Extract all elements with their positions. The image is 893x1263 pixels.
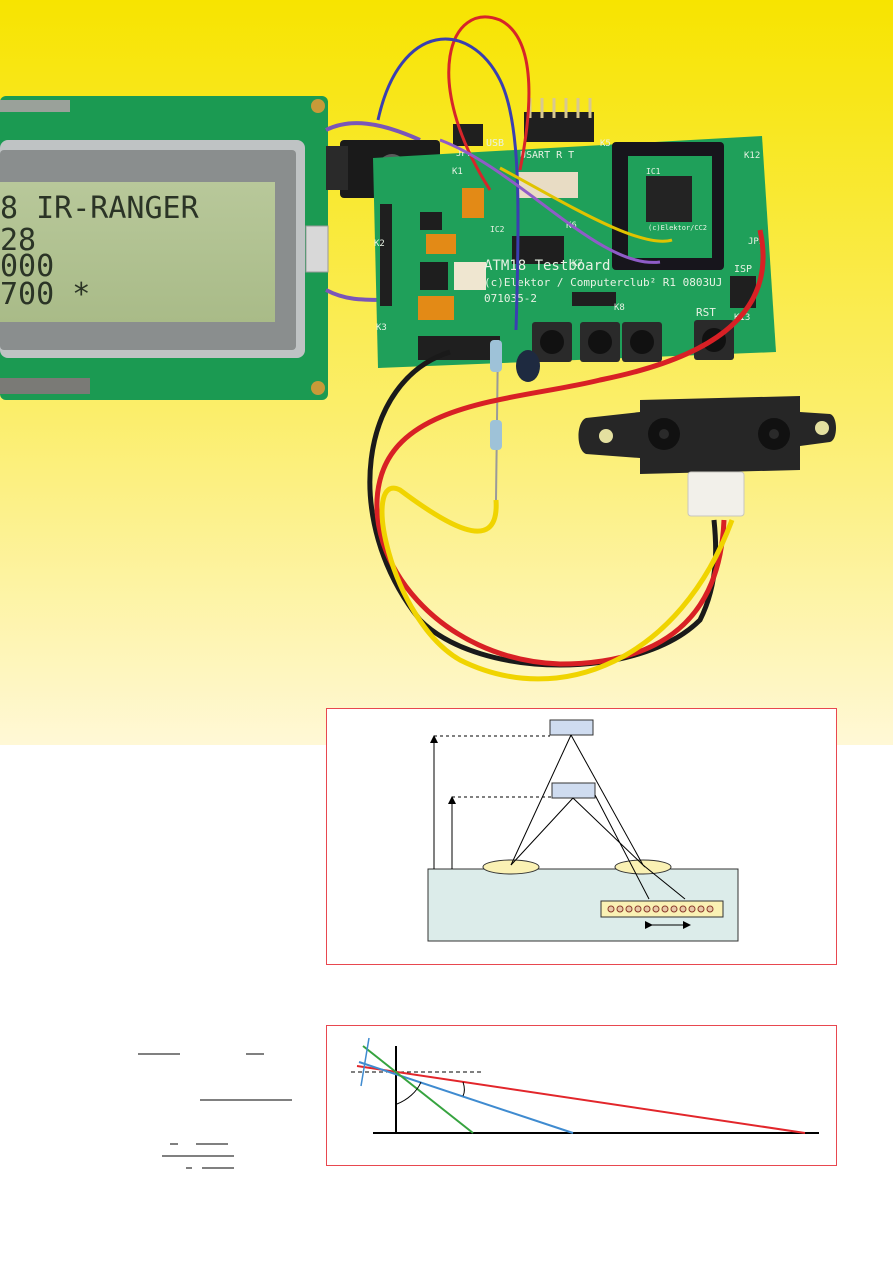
label-k8: K8 <box>614 303 625 313</box>
label-rst: RST <box>696 306 716 319</box>
triangulation-diagram <box>326 708 837 965</box>
label-usb: USB <box>486 138 504 149</box>
light-rays <box>510 734 686 900</box>
target-near <box>551 782 596 799</box>
angle-arc-right <box>462 1081 465 1097</box>
lcd-line-3: 000 <box>0 249 54 284</box>
label-k5: K5 <box>600 139 611 149</box>
board-copyright: (c)Elektor / Computerclub² R1 0803UJ <box>484 276 722 289</box>
label-k2: K2 <box>374 239 385 249</box>
resistor-2 <box>490 420 502 450</box>
wire-yellow <box>499 166 673 243</box>
board-part-number: 071035-2 <box>484 292 537 305</box>
lcd-line-1: 8 IR-RANGER <box>0 191 200 226</box>
board-title: ATM18 Testboard <box>484 258 610 274</box>
cable-red <box>374 229 766 667</box>
receiver-lens <box>614 859 672 875</box>
ray-blue <box>358 1061 574 1134</box>
resistor-1 <box>490 340 502 372</box>
formula-graphic <box>138 1053 292 1169</box>
label-k1: K1 <box>452 167 463 177</box>
lcd-line-4: 700 * <box>0 277 90 312</box>
cable-black <box>367 349 719 668</box>
ray-green <box>362 1045 474 1134</box>
label-usart: USART R T <box>520 150 574 161</box>
label-k12: K12 <box>744 151 760 161</box>
tilt-line <box>360 1037 370 1087</box>
page-margin <box>0 1175 893 1263</box>
ray-red <box>356 1065 806 1134</box>
photo-scene: 8 IR-RANGER 28 000 700 * <box>0 0 893 745</box>
wire-red-top <box>447 15 531 191</box>
label-ic1: IC1 <box>646 167 661 176</box>
lcd-module <box>0 96 329 400</box>
capacitor <box>516 350 540 382</box>
angle-arc-left <box>396 1081 422 1105</box>
label-jp2: JP2 <box>748 237 764 247</box>
label-module: (c)Elektor/CC2 <box>648 224 707 232</box>
target-far <box>549 719 594 736</box>
wire-blue-top <box>376 37 520 331</box>
wire-purple <box>439 138 661 264</box>
label-isp: ISP <box>734 264 752 275</box>
triangulation-svg <box>427 719 739 942</box>
label-ic2: IC2 <box>490 225 505 234</box>
lcd-line-2: 28 <box>0 223 36 258</box>
angle-diagram <box>326 1025 837 1166</box>
ir-sensor <box>578 396 836 517</box>
ribbon-wire <box>325 121 421 142</box>
label-k7: K7 <box>572 259 583 269</box>
emitter-lens <box>482 859 540 875</box>
board-buttons <box>532 320 734 362</box>
detector-cells <box>607 905 714 913</box>
label-jp1: JP1 <box>456 149 472 159</box>
lcd-text: 8 IR-RANGER 28 000 700 * <box>0 191 200 312</box>
label-k3: K3 <box>376 323 387 333</box>
cable-yellow <box>379 485 735 682</box>
angle-svg <box>351 1037 819 1134</box>
